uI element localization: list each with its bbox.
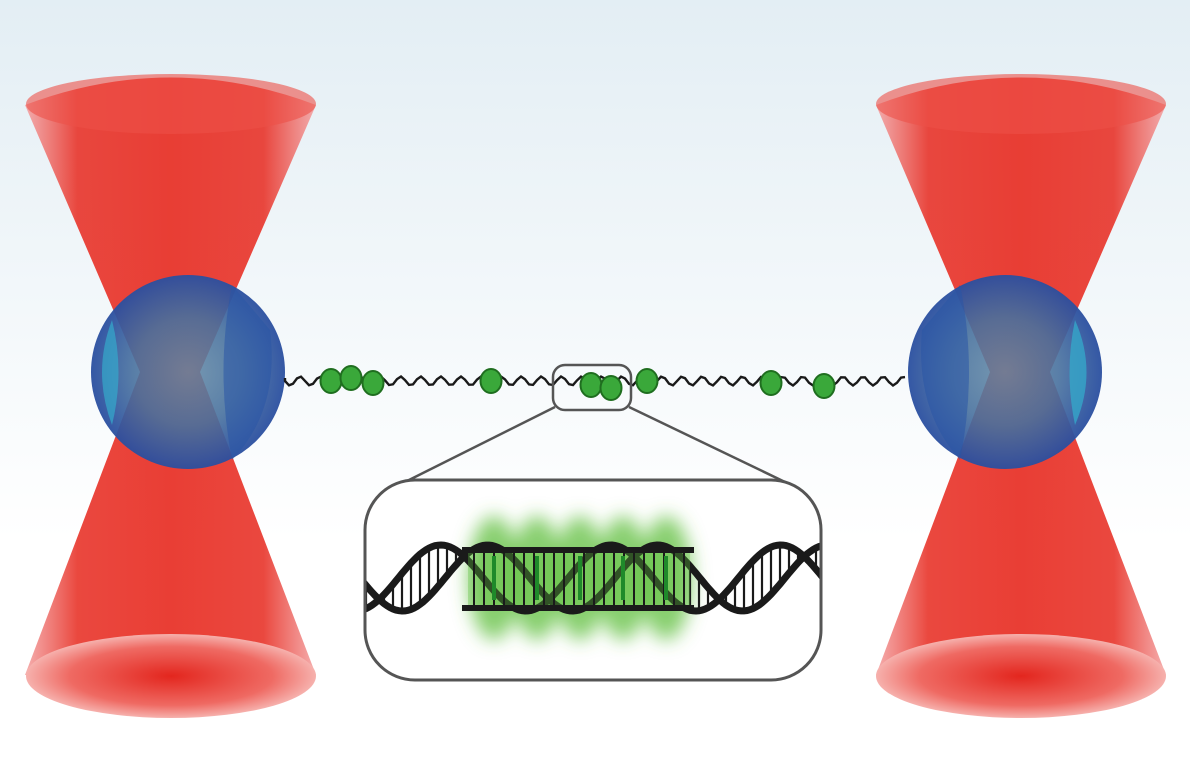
- protein-3: [361, 370, 385, 396]
- protein-5: [579, 372, 603, 398]
- right-bead-highlight: [1069, 320, 1087, 425]
- right-optical-trap: [876, 74, 1166, 718]
- protein-6: [635, 368, 659, 394]
- zoom-line-right: [628, 405, 786, 484]
- inset-frame: [363, 478, 823, 682]
- zoom-inset: [363, 478, 823, 682]
- left-bead-highlight: [102, 320, 119, 425]
- bound-proteins: [319, 365, 836, 401]
- bound-protein-filament: [462, 547, 694, 611]
- left-bead-rim: [223, 285, 272, 460]
- zoom-region-marker: [551, 363, 633, 412]
- left-laser-beam-top: [26, 74, 316, 134]
- left-laser-beam-bottom: [26, 634, 316, 718]
- right-laser-beam-bottom: [876, 634, 1166, 718]
- protein-2: [339, 365, 363, 391]
- protein-9: [599, 375, 623, 401]
- protein-1: [319, 368, 343, 394]
- left-optical-trap: [25, 74, 316, 718]
- right-laser-beam-top: [876, 74, 1166, 134]
- protein-8: [812, 373, 836, 399]
- right-bead-rim: [921, 285, 969, 460]
- protein-4: [479, 368, 503, 394]
- protein-7: [759, 370, 783, 396]
- zoom-line-left: [404, 405, 556, 484]
